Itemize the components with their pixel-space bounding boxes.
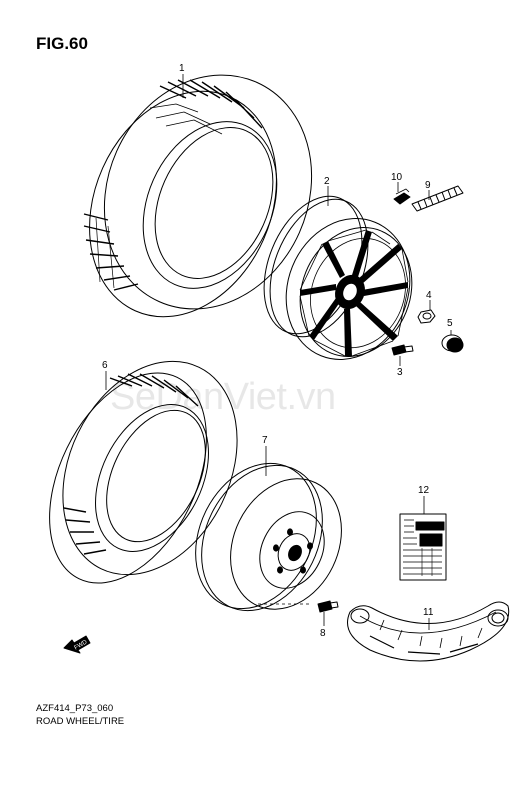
fwd-arrow	[63, 635, 91, 654]
callout-5: 5	[447, 318, 453, 329]
weight-clip[interactable]	[393, 188, 411, 205]
nut[interactable]	[417, 309, 436, 324]
spare-valve[interactable]	[317, 600, 339, 613]
figure-code: AZF414_P73_060	[36, 703, 114, 714]
callout-1: 1	[179, 63, 185, 74]
callout-9: 9	[425, 180, 431, 191]
leader-lines	[105, 74, 452, 630]
callout-4: 4	[426, 290, 432, 301]
callout-6: 6	[102, 360, 108, 371]
tire-label[interactable]	[399, 513, 447, 581]
balance-weight[interactable]	[411, 185, 464, 212]
callout-11: 11	[423, 607, 434, 618]
callout-10: 10	[391, 172, 403, 183]
tire[interactable]	[55, 42, 348, 347]
callout-7: 7	[262, 435, 268, 446]
center-cap[interactable]	[441, 334, 464, 353]
spare-tire[interactable]	[18, 332, 271, 608]
figure-caption: ROAD WHEEL/TIRE	[36, 716, 125, 727]
callout-3: 3	[397, 367, 403, 378]
figure-title: FIG.60	[36, 34, 88, 53]
callout-2: 2	[324, 176, 330, 187]
valve[interactable]	[391, 344, 414, 356]
steel-wheel[interactable]	[172, 443, 362, 631]
callout-8: 8	[320, 628, 326, 639]
alloy-wheel[interactable]	[245, 182, 431, 378]
spacer-tray[interactable]	[347, 601, 510, 662]
callout-12: 12	[418, 485, 430, 496]
